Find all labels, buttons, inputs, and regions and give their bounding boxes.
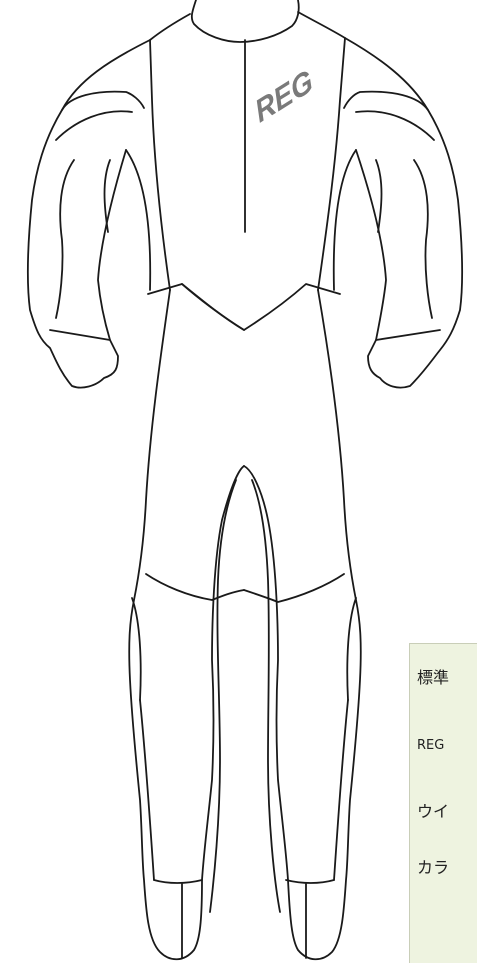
left-arm	[26, 39, 151, 389]
reg-logo: REG	[251, 63, 317, 130]
info-row-wing: ウイ	[417, 802, 450, 821]
legs	[128, 289, 362, 961]
torso	[125, 37, 357, 331]
info-row-standard: 標準	[417, 668, 450, 687]
info-panel: 標準 REG ウイ カラ	[409, 643, 477, 963]
right-arm	[343, 37, 464, 389]
info-row-color: カラ	[417, 858, 450, 877]
info-row-reg: REG	[417, 738, 445, 753]
collar	[149, 0, 346, 43]
